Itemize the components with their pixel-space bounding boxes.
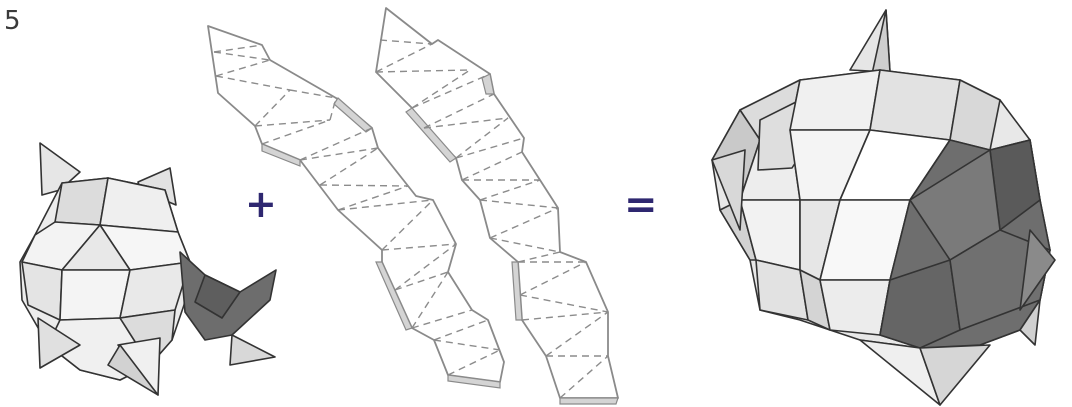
- finished-model: [712, 10, 1055, 405]
- bottom-spike-right: [230, 335, 275, 365]
- equals-sign: =: [624, 182, 658, 228]
- partial-assembled-model: [20, 143, 276, 395]
- plus-sign: +: [245, 182, 277, 226]
